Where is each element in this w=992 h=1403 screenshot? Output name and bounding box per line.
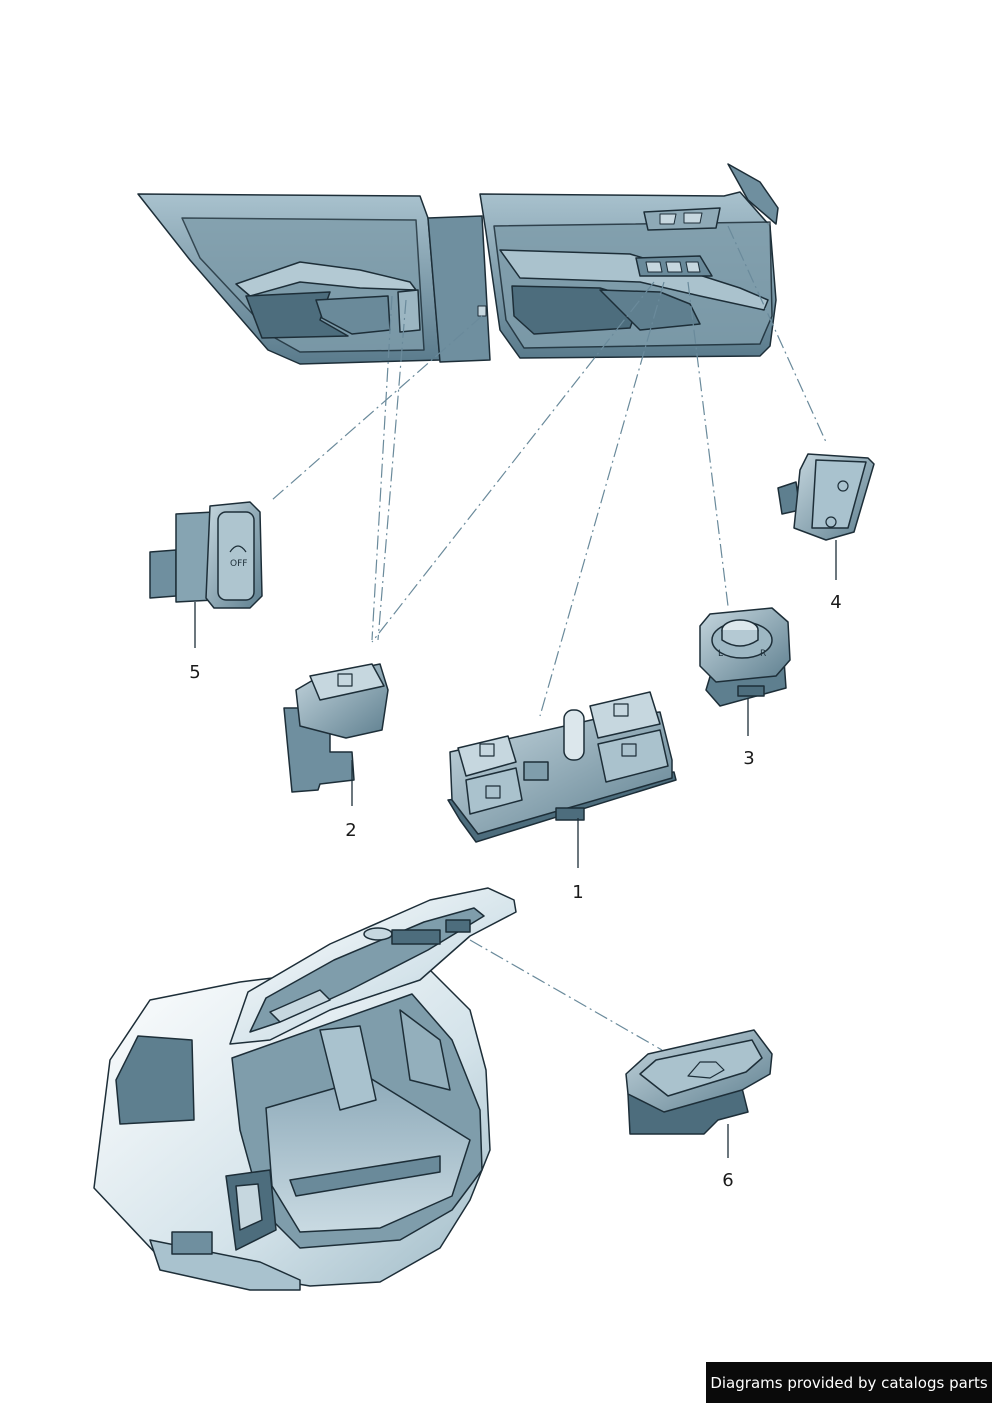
- svg-text:R: R: [760, 649, 766, 659]
- svg-text:L: L: [718, 649, 723, 659]
- alarm-icon: [229, 545, 247, 553]
- part-1-master-switch[interactable]: [447, 691, 677, 843]
- part-5-off-switch[interactable]: OFF: [149, 501, 263, 609]
- part-label-2[interactable]: 2: [345, 820, 357, 841]
- part-3-mirror-switch[interactable]: L R: [699, 607, 791, 707]
- tailgate-icon: [687, 1061, 725, 1079]
- off-label: OFF: [230, 559, 247, 569]
- unfold-icon: [825, 516, 837, 528]
- part-label-6[interactable]: 6: [722, 1170, 734, 1191]
- lock-button: [523, 761, 549, 781]
- part-label-4[interactable]: 4: [830, 592, 842, 613]
- center-pillar: [427, 215, 491, 363]
- part-2-window-switch[interactable]: [283, 663, 389, 793]
- part-label-5[interactable]: 5: [189, 662, 201, 683]
- part-4-switch[interactable]: [777, 453, 875, 541]
- part-label-1[interactable]: 1: [572, 882, 584, 903]
- car-rear: [93, 887, 517, 1291]
- part-6-tailgate-switch[interactable]: [625, 1029, 773, 1135]
- part-label-3[interactable]: 3: [743, 748, 755, 769]
- fold-icon: [837, 480, 849, 492]
- center-switch-location: [477, 305, 487, 317]
- credit-banner: Diagrams provided by catalogs parts: [706, 1362, 992, 1403]
- leader-lines: [271, 225, 827, 1051]
- door-panels: [137, 163, 779, 365]
